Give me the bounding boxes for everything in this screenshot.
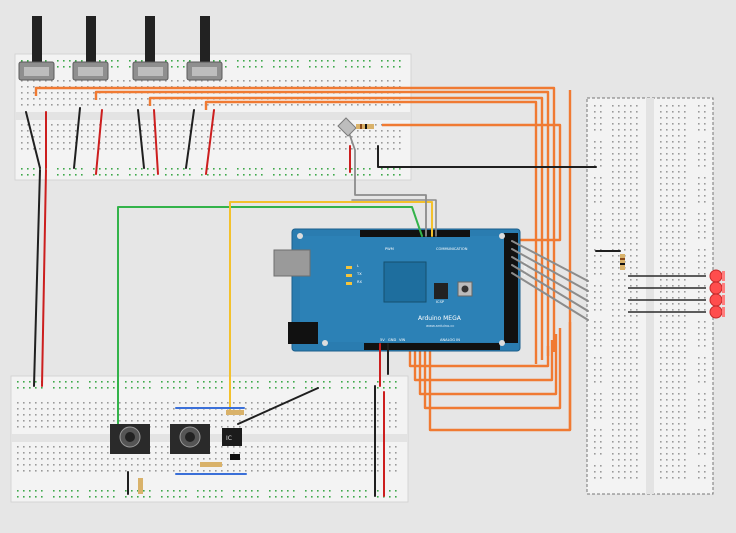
gray-wire-sensor-2 — [351, 199, 437, 237]
icsp-label: ICSP — [436, 300, 445, 304]
red-wire-pot-4 — [205, 109, 215, 175]
orange-wire-pot-4 — [204, 100, 538, 364]
gray-wire-sensor — [347, 129, 427, 237]
led-rim-2 — [722, 283, 725, 293]
black-wire-pot-4 — [185, 109, 195, 169]
right-breadboard — [586, 97, 714, 495]
green-wire — [117, 206, 423, 453]
usb-port — [273, 249, 311, 277]
arduino-label: Arduino MEGA — [418, 315, 462, 322]
gray-led-wire-2 — [511, 248, 589, 292]
orange-wire-pot-3 — [148, 96, 544, 360]
orange-wire-analog-1 — [408, 346, 550, 368]
optocoupler-chip: IC — [222, 428, 242, 446]
led-rim-4 — [722, 307, 725, 317]
bottom-resistors — [138, 410, 244, 494]
red-wire-left-power — [41, 169, 47, 387]
rx-label: RX — [357, 280, 362, 284]
power-pin-gnd-label: GND — [388, 338, 396, 342]
led-resistor — [620, 254, 625, 270]
gray-led-wire-5 — [511, 272, 589, 321]
gray-led-wire-4 — [511, 264, 589, 312]
light-sensor — [337, 117, 374, 137]
orange-wire-sensor — [382, 123, 562, 242]
arduino-mega-board: Arduino MEGA www.arduino.cc COMMUNICATIO… — [273, 228, 527, 352]
potentiometer-2 — [72, 16, 109, 81]
icsp-header — [434, 283, 448, 299]
orange-wire-pot-1 — [34, 86, 556, 352]
black-wire-pot-2 — [73, 107, 81, 169]
orange-wire-analog-3 — [418, 334, 558, 396]
led-4 — [709, 305, 723, 319]
chip-label: IC — [226, 435, 232, 442]
black-wire-pot-3 — [137, 109, 145, 169]
led-array — [628, 269, 725, 319]
digital-label: DIGITAL — [523, 262, 527, 276]
red-wire-pot-2 — [95, 109, 103, 175]
l-label: L — [357, 264, 359, 268]
power-pin-5v-label: 5V — [380, 338, 385, 342]
yellow-wire — [229, 201, 433, 413]
orange-wire-pot-2 — [94, 90, 550, 356]
microcontroller-chip — [383, 261, 427, 303]
potentiometer-3 — [132, 16, 169, 81]
red-wire-pot-3 — [153, 109, 159, 175]
pwm-label: PWM — [385, 247, 394, 251]
tx-label: TX — [356, 272, 362, 276]
led-2 — [709, 281, 723, 295]
analog-in-label: ANALOG IN — [440, 338, 460, 342]
midi-connector-1 — [110, 424, 150, 454]
orange-wire-analog-2 — [413, 340, 554, 382]
power-jack — [288, 322, 318, 344]
led-rim-1 — [722, 271, 725, 281]
power-and-signal-wires — [25, 107, 621, 497]
orange-wires — [34, 86, 572, 432]
gray-led-wire-1 — [511, 240, 589, 282]
gray-led-wire-3 — [511, 256, 589, 302]
potentiometer-1 — [18, 16, 55, 81]
black-wire-pot-1 — [25, 111, 41, 169]
black-wire-sensor-ground — [377, 145, 597, 168]
arduino-url-label: www.arduino.cc — [426, 324, 454, 328]
led-3 — [709, 293, 723, 307]
black-wire-ic-diagonal — [237, 387, 319, 425]
led-rim-3 — [722, 295, 725, 305]
black-wire-left-power — [33, 169, 41, 387]
communication-label: COMMUNICATION — [436, 247, 468, 251]
power-pin-vin-label: VIN — [399, 338, 406, 342]
orange-wire-analog-4 — [423, 328, 562, 410]
midi-connector-2 — [170, 424, 210, 454]
potentiometer-4 — [186, 16, 223, 81]
led-1 — [709, 269, 723, 283]
